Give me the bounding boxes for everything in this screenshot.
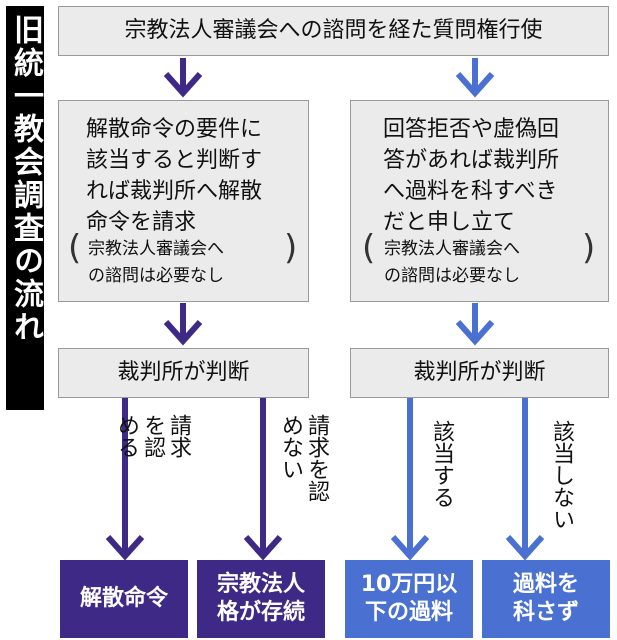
left-court-label: 裁判所が判断 [117, 360, 250, 385]
right-note-line-2: の諮問は必要なし [384, 266, 520, 286]
right-court-box [350, 348, 609, 398]
top-box-label: 宗教法人審議会への諮問を経た質問権行使 [124, 18, 543, 43]
title-bar [6, 6, 44, 410]
left-line-2: 該当すると判断す [86, 148, 263, 173]
result-no-fine-line-2: 科さず [512, 600, 579, 625]
right-line-2: 答があれば裁判所 [383, 148, 560, 173]
left-note-line-2: の諮問は必要なし [88, 266, 224, 286]
right-note-text: 宗教法人審議会へ の諮問は必要なし [384, 236, 520, 290]
right-request-box [350, 100, 609, 302]
left-note-text: 宗教法人審議会へ の諮問は必要なし [88, 236, 224, 290]
arrow-top-right [455, 58, 495, 98]
result-dissolution-line-1: 解散命令 [79, 586, 168, 611]
arrow-top-left [163, 58, 203, 98]
result-status-line-1: 宗教法人 [216, 572, 305, 597]
label-applies: 該当する [429, 420, 454, 508]
result-fine-line-2: 下の過料 [364, 600, 453, 625]
result-fine-line-1: 10万円以 [360, 572, 458, 597]
arrow-not-applies [505, 398, 545, 561]
left-line-4: 命令を請求 [86, 210, 197, 235]
result-status-maintained: 宗教法人 格が存続 [197, 560, 325, 638]
label-not-applies: 該当しない [549, 420, 574, 530]
right-note-line-1: 宗教法人審議会へ [384, 239, 520, 259]
left-request-text: 解散命令の要件に 該当すると判断す れば裁判所へ解散 命令を請求 [86, 114, 262, 238]
label-reject: 請求を認めない [278, 414, 329, 502]
right-note-close-paren: ) [582, 228, 596, 268]
arrow-mid-right [455, 303, 495, 346]
result-no-fine-line-1: 過料を [512, 572, 579, 597]
result-status-line-2: 格が存続 [216, 600, 305, 625]
left-note-close-paren: ) [284, 228, 298, 268]
left-line-1: 解散命令の要件に [86, 117, 263, 142]
right-request-text: 回答拒否や虚偽回 答があれば裁判所 へ過料を科すべき だと申し立て [383, 114, 559, 238]
right-line-3: へ過料を科すべき [383, 179, 558, 204]
top-box [58, 6, 609, 56]
result-no-fine: 過料を 科さず [482, 560, 610, 638]
left-court-box [58, 348, 309, 398]
left-note-line-1: 宗教法人審議会へ [88, 239, 224, 259]
result-fine: 10万円以 下の過料 [345, 560, 473, 638]
right-line-4: だと申し立て [383, 210, 516, 235]
arrow-applies [390, 398, 430, 561]
label-approve: 請求を認める [114, 414, 191, 458]
arrow-reject [243, 398, 283, 561]
left-line-3: れば裁判所へ解散 [86, 179, 263, 204]
left-request-box [58, 100, 309, 302]
result-dissolution-order: 解散命令 [60, 560, 188, 638]
diagram-title: 旧統一教会調査の流れ [8, 14, 43, 344]
left-note-open-paren: ( [68, 228, 82, 268]
right-court-label: 裁判所が判断 [413, 360, 546, 385]
right-line-1: 回答拒否や虚偽回 [383, 117, 560, 142]
right-note-open-paren: ( [362, 228, 376, 268]
arrow-approve [105, 398, 145, 561]
arrow-mid-left [163, 303, 203, 346]
